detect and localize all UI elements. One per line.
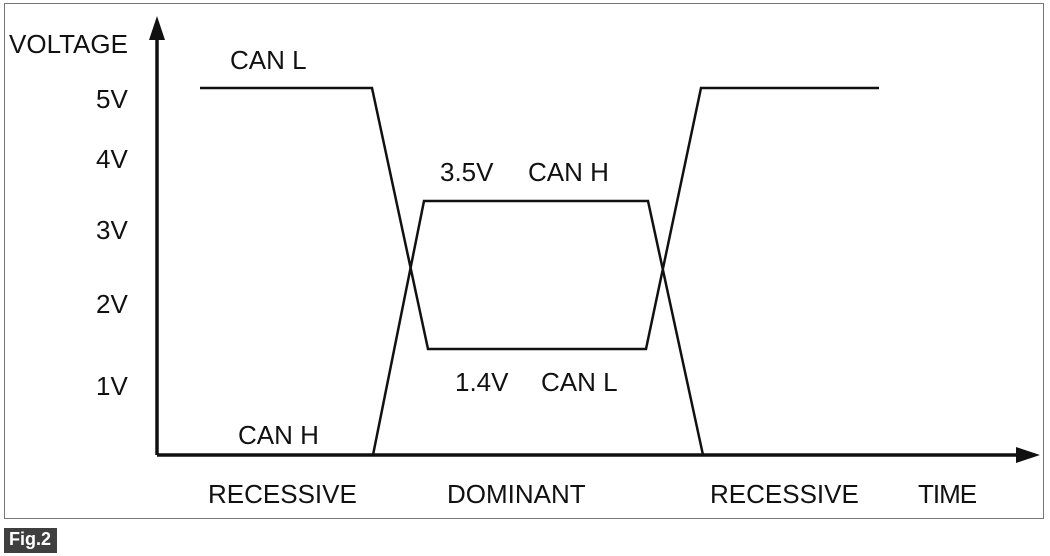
state-label-dominant: DOMINANT — [447, 479, 586, 509]
can-l-dominant-label: CAN L — [541, 367, 618, 397]
can-l-recessive-label: CAN L — [230, 45, 307, 75]
can-h-dominant-label: CAN H — [528, 157, 609, 187]
can-h-waveform — [210, 199, 705, 457]
x-axis-arrowhead — [1016, 447, 1040, 463]
can-l-dominant-value: 1.4V — [455, 367, 509, 397]
y-tick-label: 3V — [96, 215, 128, 245]
state-label-recessive: RECESSIVE — [710, 479, 859, 509]
y-axis-arrowhead — [149, 16, 165, 40]
figure-label: Fig.2 — [4, 528, 58, 553]
can-h-recessive-label: CAN H — [238, 420, 319, 450]
x-axis-label: TIME — [918, 479, 977, 509]
y-tick-label: 5V — [96, 84, 128, 114]
y-tick-label: 4V — [96, 144, 128, 174]
y-axis-label: VOLTAGE — [9, 29, 128, 59]
y-tick-label: 1V — [96, 371, 128, 401]
can-h-dominant-value: 3.5V — [440, 157, 494, 187]
can-l-waveform — [200, 86, 879, 351]
y-tick-label: 2V — [96, 289, 128, 319]
state-label-recessive: RECESSIVE — [208, 479, 357, 509]
